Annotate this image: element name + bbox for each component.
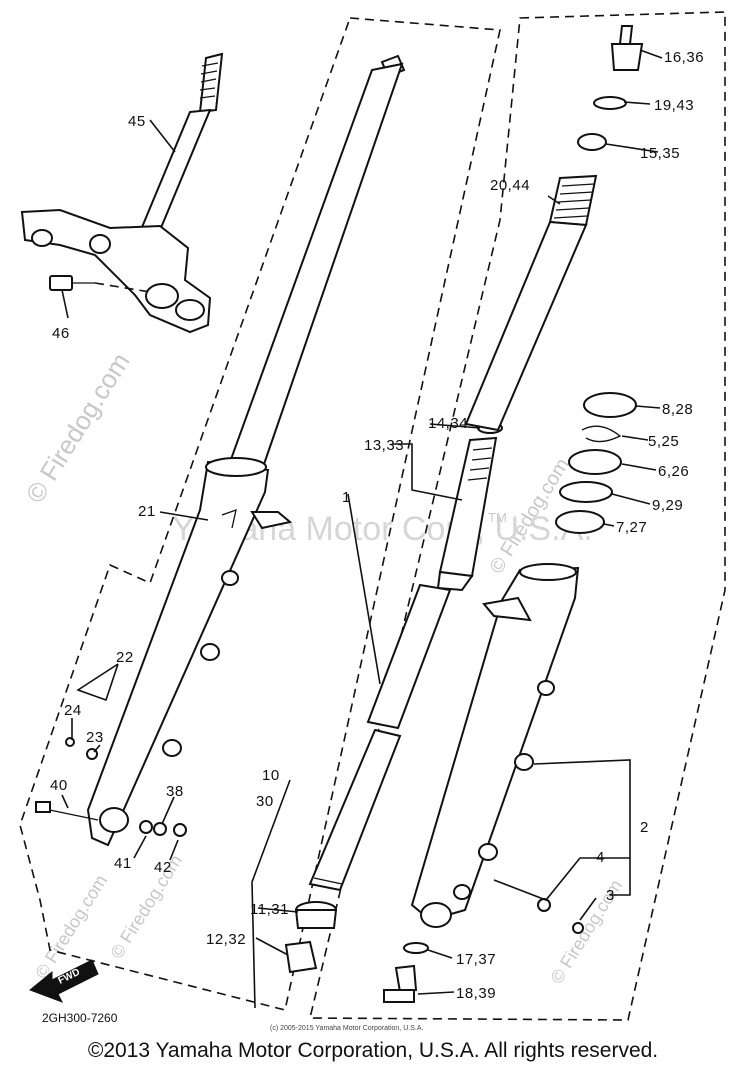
label-8-28: 8,28 [662, 401, 693, 418]
label-2: 2 [640, 819, 649, 836]
right-outer-tube-2 [410, 563, 580, 928]
fine-print: (c) 2005-2015 Yamaha Motor Corporation, … [270, 1025, 423, 1032]
label-4: 4 [596, 849, 605, 866]
label-7-27: 7,27 [616, 519, 647, 536]
leader-lines [61, 49, 663, 1009]
label-45: 45 [128, 113, 146, 130]
label-30: 30 [256, 793, 274, 810]
label-46: 46 [52, 325, 70, 342]
diagram-code: 2GH300-7260 [42, 1011, 118, 1025]
label-15-35: 15,35 [640, 145, 680, 162]
label-24: 24 [64, 702, 82, 719]
label-23: 23 [86, 729, 104, 746]
left-small-parts [35, 737, 187, 837]
right-group-box [308, 11, 726, 1021]
label-41: 41 [114, 855, 132, 872]
watermark-tm: TM [488, 510, 507, 525]
label-22: 22 [116, 649, 134, 666]
label-10: 10 [262, 767, 280, 784]
label-12-32: 12,32 [206, 931, 246, 948]
oil-lock-piece-12 [284, 940, 318, 974]
right-cap-bolt-16 [610, 25, 644, 71]
left-group-box [19, 17, 501, 1011]
label-16-36: 16,36 [664, 49, 704, 66]
right-small-parts [383, 898, 584, 1003]
spacer-11 [294, 901, 338, 929]
right-inner-tube-20 [464, 174, 598, 432]
label-14-34: 14,34 [428, 415, 468, 432]
label-38: 38 [166, 783, 184, 800]
label-42: 42 [154, 859, 172, 876]
damper-rod-1 [436, 436, 498, 592]
label-20-44: 20,44 [490, 177, 530, 194]
label-1: 1 [342, 489, 351, 506]
fork-spring-10 [308, 583, 452, 892]
label-6-26: 6,26 [658, 463, 689, 480]
label-13-33: 13,33 [364, 437, 404, 454]
label-17-37: 17,37 [456, 951, 496, 968]
steering-stem-assembly [20, 52, 224, 334]
left-outer-tube-21 [86, 457, 293, 847]
washer-15 [577, 133, 607, 151]
label-3: 3 [606, 887, 615, 904]
label-18-39: 18,39 [456, 985, 496, 1002]
copyright-footer: ©2013 Yamaha Motor Corporation, U.S.A. A… [87, 1039, 659, 1062]
pinch-bolt-46 [49, 275, 151, 293]
part-labels: 45 46 21 22 24 23 40 38 41 42 1 13,33 14… [50, 49, 704, 1002]
label-21: 21 [138, 503, 156, 520]
seal-parts-5-to-9 [555, 392, 637, 534]
watermark-firedog-mid: © Firedog.com [20, 347, 136, 508]
label-5-25: 5,25 [648, 433, 679, 450]
watermark-firedog-corner-left: © Firedog.com [31, 871, 111, 982]
label-19-43: 19,43 [654, 97, 694, 114]
label-40: 40 [50, 777, 68, 794]
left-inner-tube [228, 54, 406, 472]
label-9-29: 9,29 [652, 497, 683, 514]
label-11-31: 11,31 [250, 901, 289, 918]
o-ring-19 [593, 96, 627, 110]
